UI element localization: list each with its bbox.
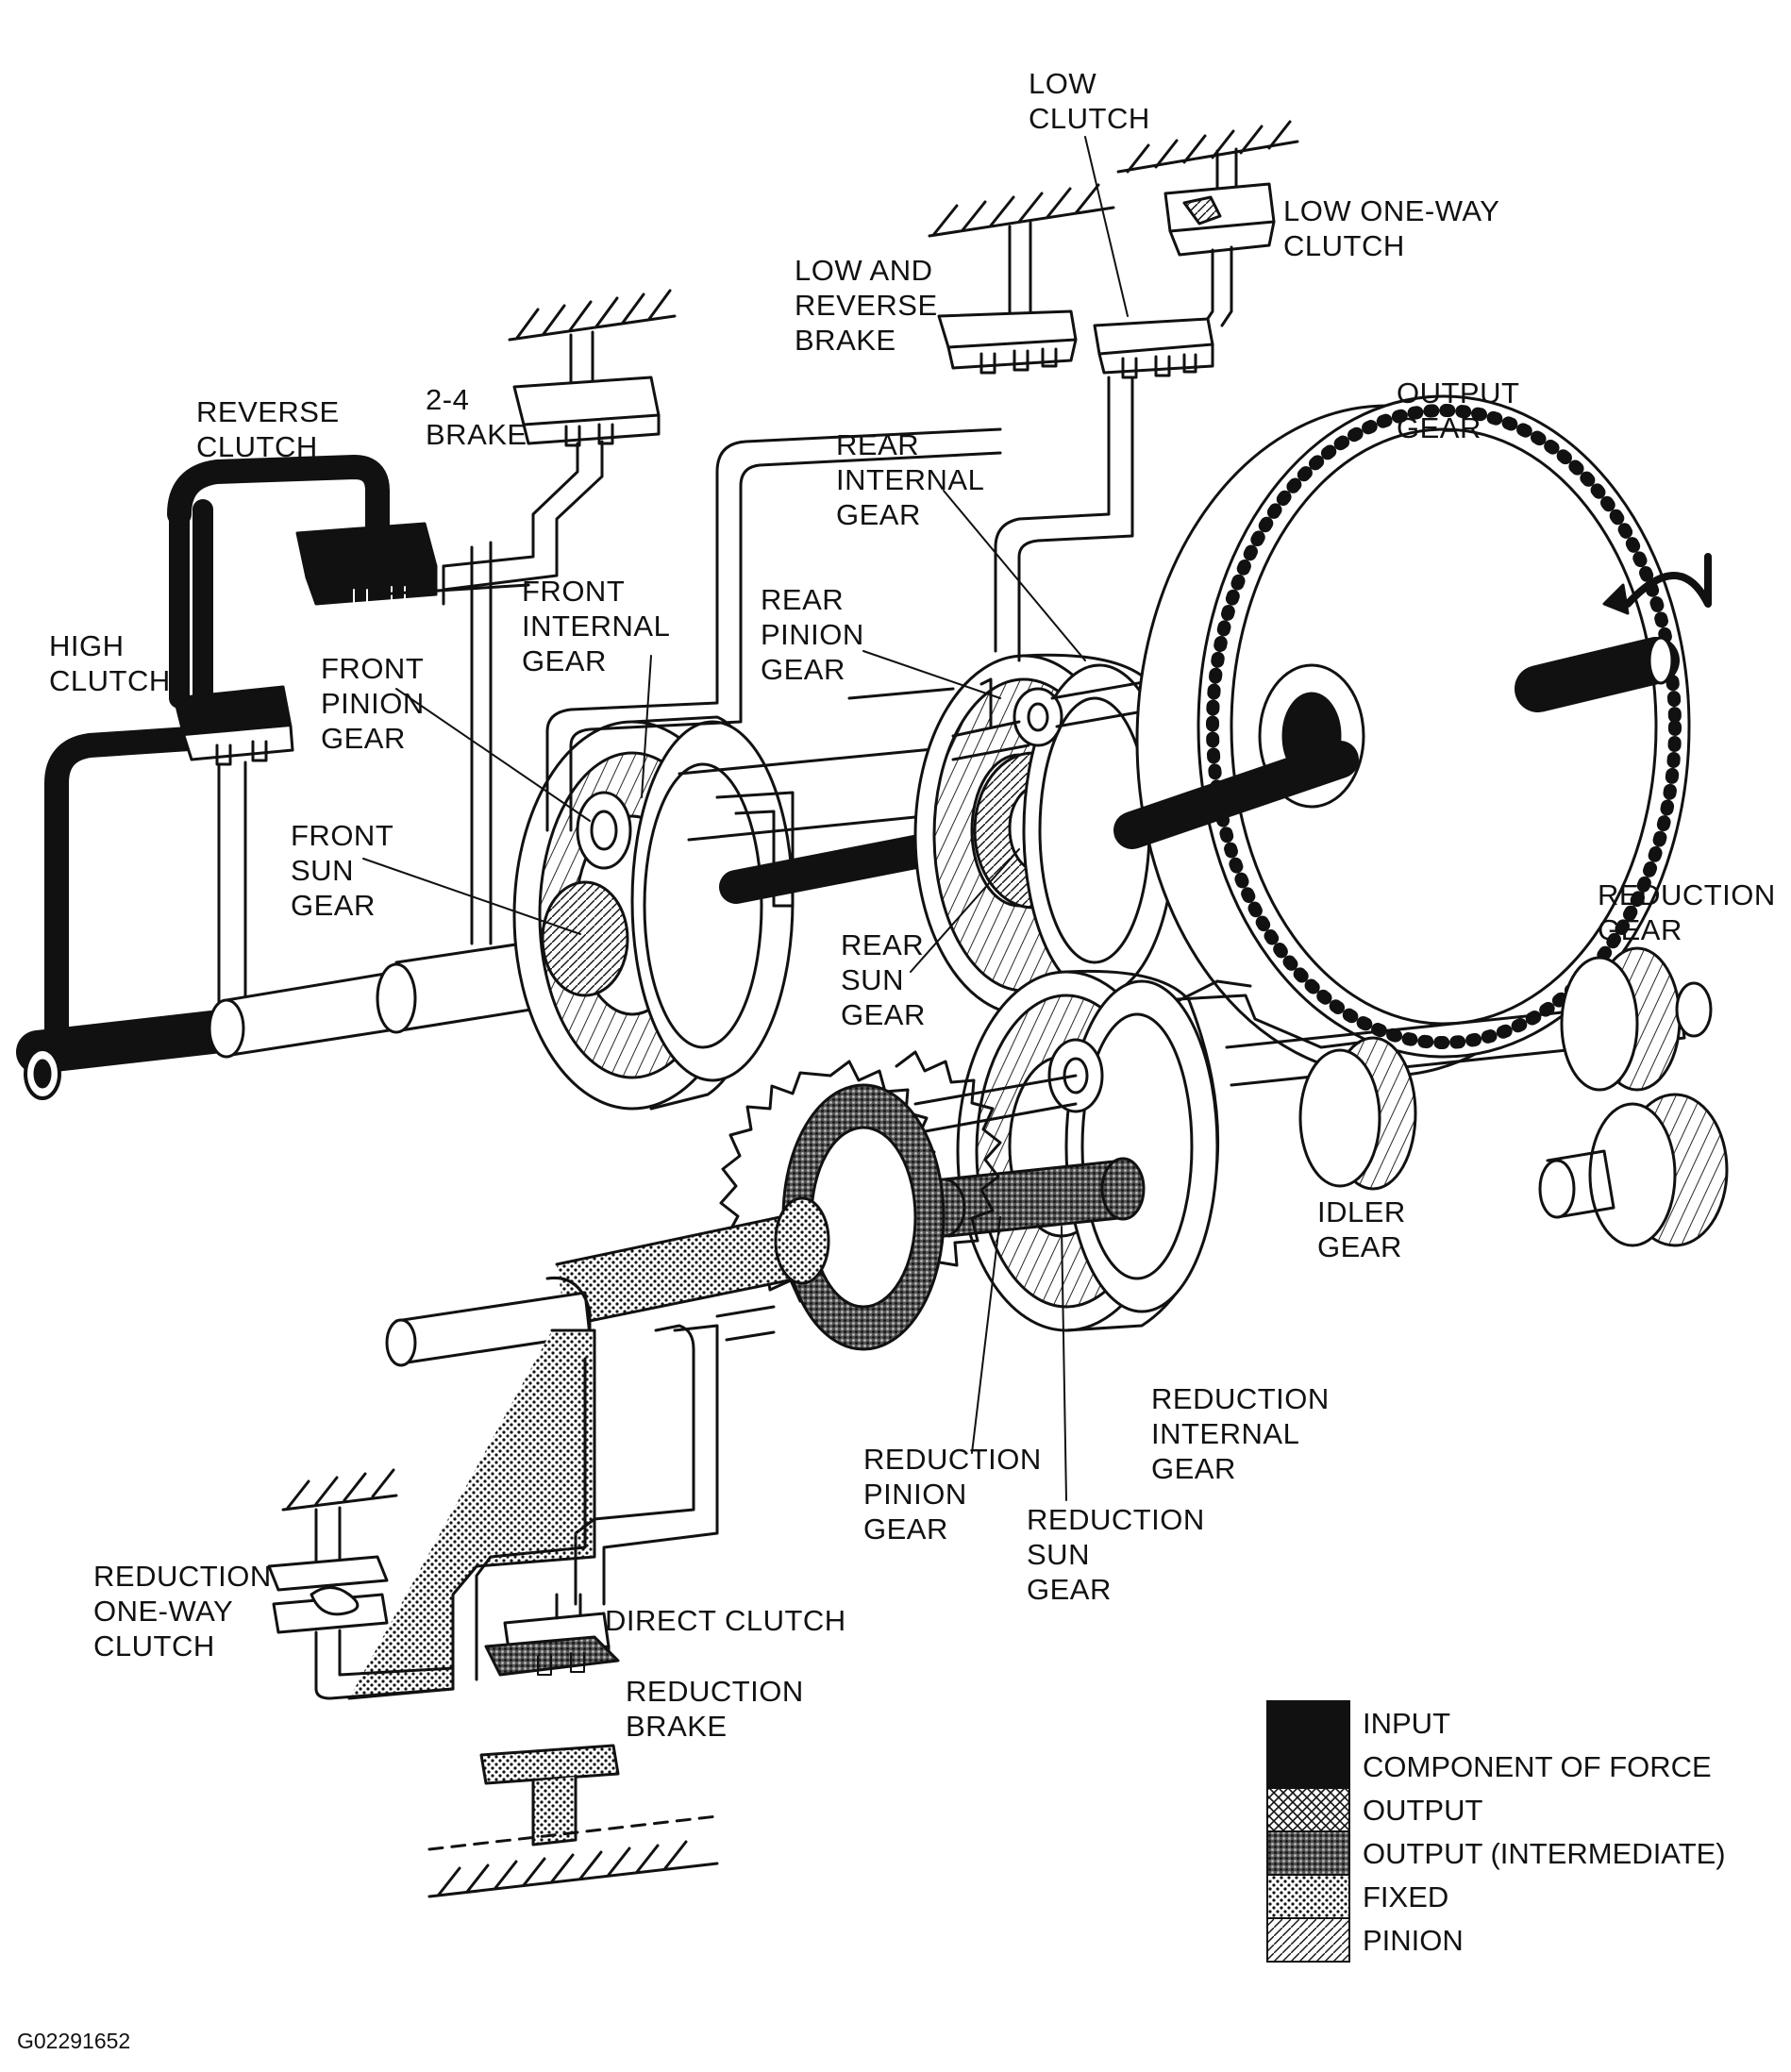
label-reverse-clutch: REVERSE CLUTCH — [196, 395, 340, 463]
legend-label-input: INPUT — [1363, 1707, 1450, 1740]
label-rear-pinion-gear: REAR PINION GEAR — [761, 583, 864, 686]
legend-swatch-output — [1266, 1787, 1350, 1832]
housing-hatch-top-right — [508, 120, 1299, 342]
low-clutch-assembly — [1093, 147, 1276, 379]
leader-lines — [362, 136, 1129, 1501]
label-reduction-gear: REDUCTION GEAR — [1598, 878, 1776, 946]
label-low-one-way-clutch: LOW ONE-WAY CLUTCH — [1283, 194, 1500, 262]
figure-id: G02291652 — [17, 2029, 131, 2053]
label-low-clutch: LOW CLUTCH — [1029, 67, 1150, 135]
brake-2-4-assembly — [442, 330, 661, 592]
reduction-idler-gears — [1159, 946, 1729, 1247]
legend-swatch-output-intermediate — [1266, 1830, 1350, 1876]
label-reduction-pinion-gear: REDUCTION PINION GEAR — [863, 1443, 1042, 1546]
label-front-pinion-gear: FRONT PINION GEAR — [321, 652, 425, 755]
reduction-one-way-clutch — [267, 1468, 455, 1700]
label-rear-internal-gear: REAR INTERNAL GEAR — [836, 428, 985, 531]
output-shaft — [1113, 553, 1712, 849]
legend-label-fixed: FIXED — [1363, 1880, 1449, 1913]
label-direct-clutch: DIRECT CLUTCH — [605, 1604, 846, 1637]
label-2-4-brake: 2-4 BRAKE — [426, 383, 527, 451]
reduction-planetary-set — [913, 969, 1252, 1332]
label-high-clutch: HIGH CLUTCH — [49, 629, 171, 697]
reverse-clutch-assembly — [167, 455, 530, 945]
legend-label-output: OUTPUT — [1363, 1794, 1483, 1827]
high-clutch-assembly — [44, 685, 294, 1069]
label-rear-sun-gear: REAR SUN GEAR — [841, 928, 926, 1031]
label-reduction-sun-gear: REDUCTION SUN GEAR — [1027, 1503, 1205, 1606]
low-reverse-brake-assembly — [937, 221, 1078, 375]
reduction-sun-shaft — [347, 1196, 830, 1700]
label-idler-gear: IDLER GEAR — [1317, 1195, 1406, 1263]
legend-label-pinion: PINION — [1363, 1924, 1464, 1957]
reduction-pinion-gear — [719, 1050, 1002, 1351]
legend-swatch-component-of-force — [1266, 1744, 1350, 1789]
label-reduction-brake: REDUCTION BRAKE — [626, 1675, 804, 1743]
legend-swatch-input — [1266, 1700, 1350, 1746]
direct-clutch-assembly — [484, 1593, 620, 1677]
label-output-gear: OUTPUT GEAR — [1397, 376, 1520, 444]
label-reduction-internal-gear: REDUCTION INTERNAL GEAR — [1151, 1382, 1330, 1485]
label-front-internal-gear: FRONT INTERNAL GEAR — [522, 575, 671, 677]
output-gear — [1135, 394, 1691, 1078]
legend-label-component-of-force: COMPONENT OF FORCE — [1363, 1750, 1712, 1783]
label-low-and-reverse-brake: LOW AND REVERSE BRAKE — [795, 254, 938, 357]
reduction-brake-assembly — [427, 1744, 719, 1898]
legend-swatches — [1266, 1700, 1350, 1963]
label-front-sun-gear: FRONT SUN GEAR — [291, 819, 394, 922]
label-reduction-one-way-clutch: REDUCTION ONE-WAY CLUTCH — [93, 1560, 272, 1663]
legend-label-output-intermediate: OUTPUT (INTERMEDIATE) — [1363, 1837, 1726, 1870]
legend-swatch-pinion — [1266, 1917, 1350, 1963]
legend-swatch-fixed — [1266, 1874, 1350, 1919]
